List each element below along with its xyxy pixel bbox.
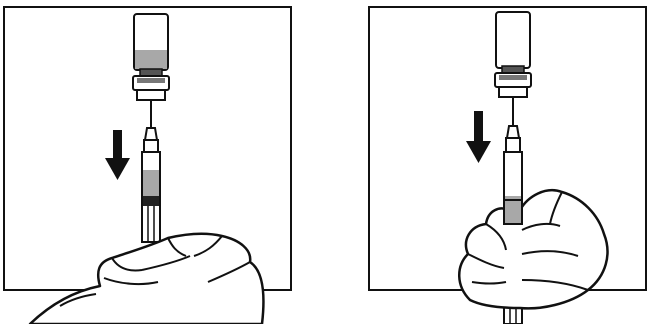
left-syringe (142, 128, 160, 242)
left-syringe-liquid (143, 170, 159, 196)
right-vial (495, 12, 531, 97)
left-panel (4, 7, 291, 324)
left-vial (133, 14, 169, 100)
right-panel (369, 7, 646, 324)
left-plunger (143, 196, 159, 206)
left-vial-liquid (135, 50, 167, 69)
